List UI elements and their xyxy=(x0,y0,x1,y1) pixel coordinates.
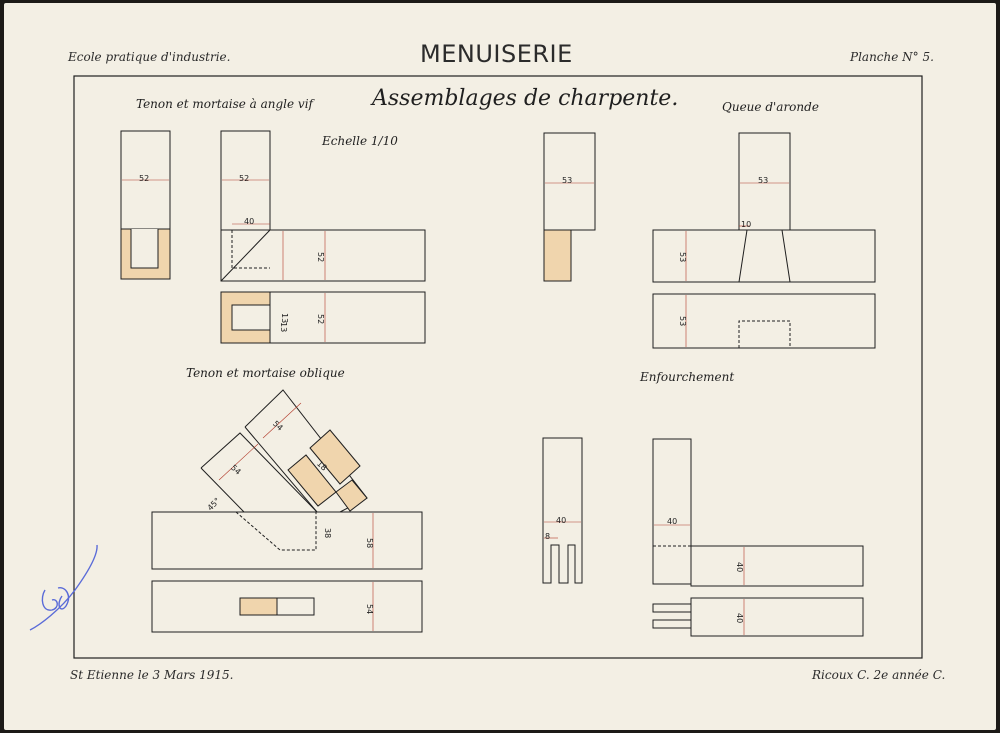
dim-label: 53 xyxy=(678,316,687,326)
dim-label: 13 xyxy=(280,313,289,323)
bridle-rail-plan xyxy=(690,597,864,637)
dim-label: 53 xyxy=(562,176,572,185)
dim-label: 40 xyxy=(667,517,677,526)
plate-number: Planche N° 5. xyxy=(850,50,934,64)
dim-label: 40 xyxy=(244,217,254,226)
mortise-plan-wood xyxy=(239,597,278,616)
tenon-angle-vif-figure xyxy=(120,130,426,344)
oblique-rail-plan xyxy=(151,580,423,633)
dim-label: 53 xyxy=(758,176,768,185)
dim-label: 40 xyxy=(735,562,744,572)
subject-title: MENUISERIE xyxy=(420,40,573,68)
angle-rail-front xyxy=(220,229,426,282)
oblique-tenon-wood-a xyxy=(309,429,361,485)
section-label-enfourchement: Enfourchement xyxy=(640,370,735,384)
dim-label: 38 xyxy=(323,528,332,538)
oblique-rail-front xyxy=(151,511,423,570)
section-label-tenon-oblique: Tenon et mortaise oblique xyxy=(186,366,345,380)
dovetail-rail-front xyxy=(652,229,876,283)
dim-label: 53 xyxy=(678,252,687,262)
section-label-tenon-angle-vif: Tenon et mortaise à angle vif xyxy=(136,97,313,111)
dim-label: 52 xyxy=(139,174,149,183)
dim-label: 13 xyxy=(279,322,288,332)
enfourchement-figure xyxy=(542,437,864,637)
dim-label: 52 xyxy=(316,314,325,324)
section-label-queue-aronde: Queue d'aronde xyxy=(722,100,819,114)
dim-label: 58 xyxy=(365,538,374,548)
drawing-frame xyxy=(73,75,923,659)
school-name: Ecole pratique d'industrie. xyxy=(68,50,231,64)
dim-label: 52 xyxy=(316,252,325,262)
bridle-rail-front xyxy=(690,545,864,587)
footer-date: St Etienne le 3 Mars 1915. xyxy=(70,668,234,682)
drawing-title: Assemblages de charpente. xyxy=(372,86,679,111)
tenon-oblique-figure xyxy=(151,389,423,633)
dovetail-post-wood-section xyxy=(543,229,572,282)
dim-label: 8 xyxy=(545,532,550,541)
dim-label: 52 xyxy=(239,174,249,183)
bridle-post-side xyxy=(542,437,583,584)
dim-label: 54 xyxy=(271,419,285,433)
bridle-post-front xyxy=(652,438,692,585)
dim-label: 40 xyxy=(735,613,744,623)
drawing-sheet xyxy=(4,3,996,730)
footer-author: Ricoux C. 2e année C. xyxy=(812,668,946,682)
dim-label: 54 xyxy=(229,463,243,477)
oblique-strut-outline xyxy=(200,432,318,513)
scale-label: Echelle 1/10 xyxy=(322,134,398,148)
dim-label: 40 xyxy=(556,516,566,525)
mortise-wood-section xyxy=(220,291,271,344)
dim-label: 54 xyxy=(365,604,374,614)
blue-stamp xyxy=(29,544,98,631)
dim-label: 45° xyxy=(206,496,222,512)
dovetail-rail-plan xyxy=(652,293,876,349)
queue-aronde-figure xyxy=(543,132,876,349)
dim-label: 10 xyxy=(741,220,751,229)
bridle-tenons-plan xyxy=(652,603,691,629)
